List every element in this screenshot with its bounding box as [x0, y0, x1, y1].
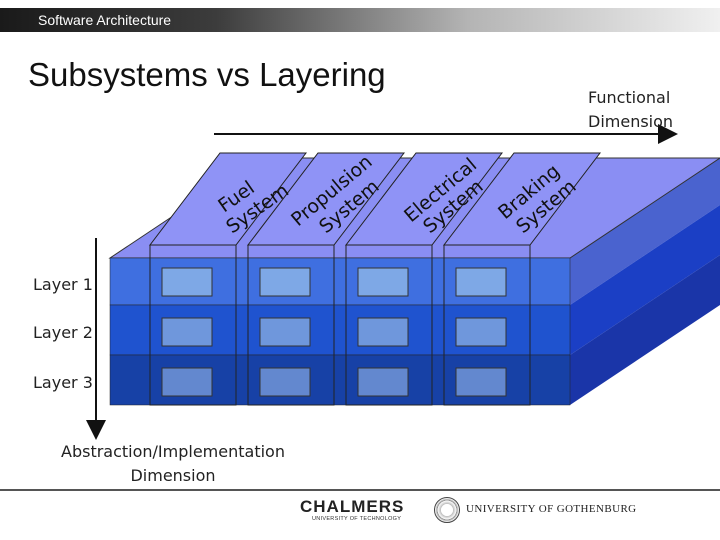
cell-propulsion-layer-1	[259, 267, 311, 297]
side-face-layer-1	[570, 158, 720, 305]
functional-dimension-label: Functional Dimension	[588, 86, 673, 134]
chalmers-subtitle: UNIVERSITY OF TECHNOLOGY	[312, 516, 402, 522]
cell-propulsion-layer-2	[259, 317, 311, 347]
subsystem-columns	[148, 152, 602, 246]
footer-divider	[0, 489, 720, 491]
side-face-layer-2	[570, 205, 720, 355]
abstraction-label-line2: Dimension	[130, 466, 216, 485]
side-face-layer-3	[570, 255, 720, 405]
cells	[161, 267, 507, 397]
cell-electrical-layer-3	[357, 367, 409, 397]
cell-propulsion-layer-3	[259, 367, 311, 397]
cell-electrical-layer-2	[357, 317, 409, 347]
cell-braking-layer-1	[455, 267, 507, 297]
slide-title: Subsystems vs Layering	[28, 56, 386, 93]
cell-electrical-layer-1	[357, 267, 409, 297]
layer-1-label: Layer 1	[33, 275, 93, 294]
chalmers-logo: CHALMERS	[300, 497, 405, 516]
functional-label-line1: Functional	[588, 88, 671, 107]
abstraction-label-line1: Abstraction/Implementation	[61, 442, 285, 461]
header-bar	[0, 8, 720, 32]
layer-2-label: Layer 2	[33, 323, 93, 342]
functional-label-line2: Dimension	[588, 112, 674, 131]
course-title: Software Architecture	[38, 12, 172, 28]
cell-fuel-layer-2	[161, 317, 213, 347]
cell-braking-layer-2	[455, 317, 507, 347]
cell-fuel-layer-1	[161, 267, 213, 297]
cell-braking-layer-3	[455, 367, 507, 397]
cell-fuel-layer-3	[161, 367, 213, 397]
layer-3-label: Layer 3	[33, 373, 93, 392]
abstraction-dimension-label: Abstraction/Implementation Dimension	[56, 440, 290, 488]
gothenburg-seal-icon	[434, 497, 460, 523]
gothenburg-logo-text: UNIVERSITY OF GOTHENBURG	[466, 503, 637, 515]
column-outlines	[149, 244, 531, 406]
